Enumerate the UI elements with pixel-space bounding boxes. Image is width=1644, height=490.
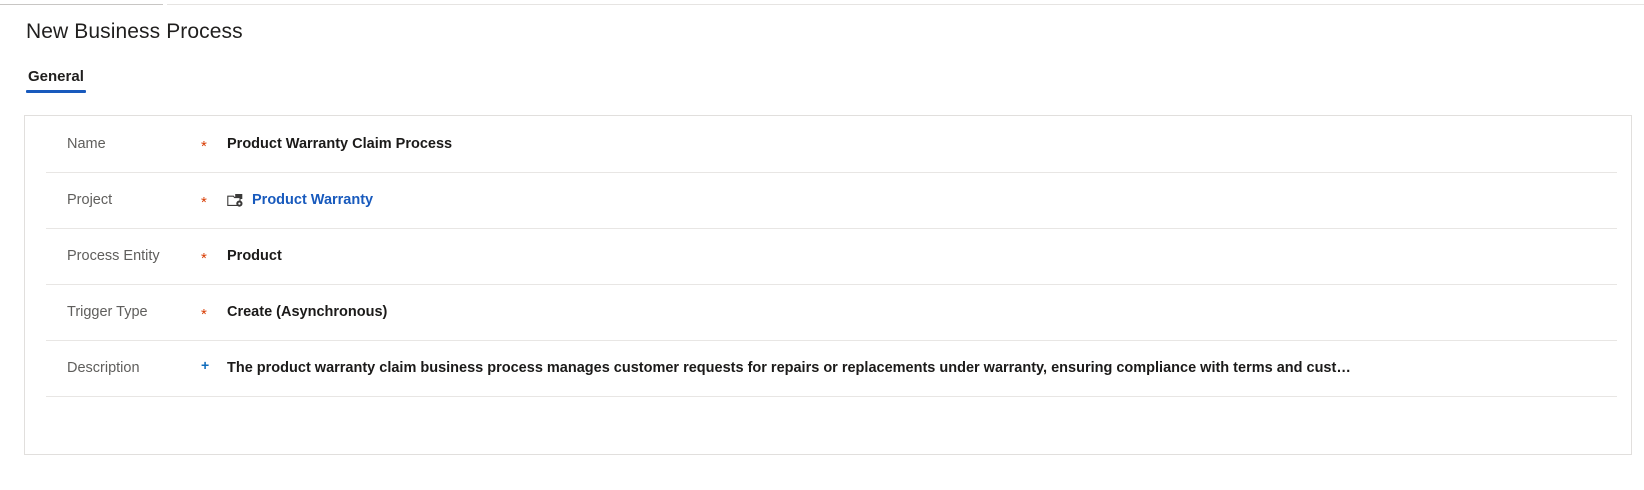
page-content: New Business Process General Name * Produc… (0, 5, 1644, 490)
field-label: Description (67, 360, 140, 376)
form-row: Project * Product Warranty (25, 172, 1631, 228)
form-row: Trigger Type * Create (Asynchronous) (25, 284, 1631, 340)
required-field-asterisk: * (201, 305, 207, 323)
field-label: Trigger Type (67, 304, 148, 320)
field-value-text: The product warranty claim business proc… (227, 360, 1351, 376)
optional-field-plus-marker: + (201, 357, 210, 373)
tab-strip-edge-left (0, 4, 163, 5)
field-value: The product warranty claim business proc… (227, 360, 1631, 376)
field-value-text: Product (227, 248, 282, 264)
field-value: Product (227, 248, 1631, 264)
form-row: Process Entity * Product (25, 228, 1631, 284)
field-value-text: Create (Asynchronous) (227, 304, 388, 320)
form-row: Name * Product Warranty Claim Process (25, 116, 1631, 172)
tab-strip: General (26, 68, 86, 100)
tab-general-label: General (28, 68, 84, 85)
field-value[interactable]: Product Warranty (227, 192, 1631, 208)
tab-active-indicator (26, 90, 86, 93)
window-tab-strip-edge (0, 0, 1644, 5)
page-title: New Business Process (26, 20, 243, 43)
field-value: Product Warranty Claim Process (227, 136, 1631, 152)
tab-general[interactable]: General (26, 68, 86, 93)
project-folder-icon (227, 192, 244, 208)
field-label: Process Entity (67, 248, 160, 264)
field-label: Name (67, 136, 106, 152)
required-field-asterisk: * (201, 249, 207, 267)
required-field-asterisk: * (201, 193, 207, 211)
required-field-asterisk: * (201, 137, 207, 155)
tab-strip-edge-right (167, 4, 1644, 5)
field-label: Project (67, 192, 113, 208)
form-row: Description + The product warranty claim b… (25, 340, 1631, 397)
field-value-text: Product Warranty Claim Process (227, 136, 453, 152)
tab-strip-notch (163, 0, 167, 5)
field-value: Create (Asynchronous) (227, 304, 1631, 320)
field-value-link[interactable]: Product Warranty (252, 192, 374, 208)
